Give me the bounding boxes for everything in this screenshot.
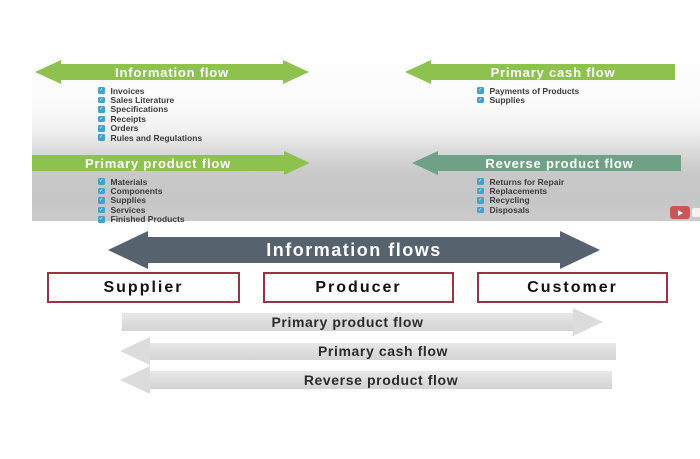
primary-product-flow-arrow: Primary product flow <box>32 151 310 175</box>
list-item: ✓Services <box>98 204 146 215</box>
check-icon: ✓ <box>98 216 105 223</box>
play-icon <box>677 209 683 216</box>
information-flows-header-arrow: Information flows <box>108 231 600 269</box>
primary-cash-flow-arrow: Primary cash flow <box>405 60 675 84</box>
arrow-left-head-icon <box>120 337 150 365</box>
check-icon: ✓ <box>98 106 105 113</box>
primary-cash-flow-title: Primary cash flow <box>490 64 616 80</box>
check-icon: ✓ <box>98 187 105 195</box>
primary-product-flow-list: ✓Materials ✓Components ✓Supplies ✓Servic… <box>98 177 185 224</box>
arrow-left-head-icon <box>120 366 150 394</box>
list-item: ✓Materials <box>98 176 148 187</box>
video-frame: Information flow Primary cash flow Prima… <box>32 55 700 224</box>
check-icon: ✓ <box>477 206 484 214</box>
check-icon: ✓ <box>477 96 484 104</box>
entity-label: Supplier <box>103 278 184 296</box>
primary-product-flow-title: Primary product flow <box>84 155 232 171</box>
information-flow-list: ✓Invoices ✓Sales Literature ✓Specificati… <box>98 85 203 143</box>
arrow-left-head-icon <box>412 151 438 175</box>
list-item: ✓Sales Literature <box>98 95 175 106</box>
flow-label: Reverse product flow <box>303 372 459 388</box>
reverse-product-flow-arrow: Reverse product flow <box>412 151 681 175</box>
primary-cash-flow-list: ✓Payments of Products ✓Supplies <box>477 86 579 105</box>
check-icon: ✓ <box>98 134 105 141</box>
check-icon: ✓ <box>98 197 105 204</box>
list-item: ✓Payments of Products <box>477 85 580 96</box>
reverse-product-flow-title: Reverse product flow <box>485 155 634 171</box>
check-icon: ✓ <box>98 125 105 132</box>
entity-label: Customer <box>527 278 618 296</box>
check-icon: ✓ <box>98 115 105 123</box>
entity-box-producer: Producer <box>263 272 454 303</box>
entity-box-customer: Customer <box>477 272 668 303</box>
information-flows-title: Information flows <box>266 239 442 260</box>
youtube-logo-icon[interactable] <box>670 206 690 219</box>
list-item: ✓Rules and Regulations <box>98 132 203 143</box>
list-item: ✓Supplies <box>98 195 146 206</box>
check-icon: ✓ <box>98 87 105 94</box>
arrow-left-head-icon <box>405 60 431 84</box>
check-icon: ✓ <box>98 96 105 104</box>
entity-label: Producer <box>315 278 402 296</box>
watermark-pill <box>692 208 700 217</box>
flow-label: Primary product flow <box>271 314 424 330</box>
check-icon: ✓ <box>477 187 484 195</box>
entity-box-supplier: Supplier <box>47 272 240 303</box>
check-icon: ✓ <box>477 197 484 204</box>
arrow-right-head-icon <box>284 151 310 175</box>
flow-arrow-primary-cash: Primary cash flow <box>120 337 616 365</box>
list-item: ✓Finished Products <box>98 214 185 225</box>
list-item: ✓Specifications <box>98 104 169 115</box>
check-icon: ✓ <box>98 206 105 214</box>
list-item: ✓Receipts <box>98 113 146 124</box>
list-item: ✓Replacements <box>477 186 548 197</box>
arrow-left-head-icon <box>108 231 148 269</box>
check-icon: ✓ <box>477 178 484 185</box>
flow-arrow-primary-product: Primary product flow <box>122 308 603 336</box>
arrow-right-head-icon <box>560 231 600 269</box>
list-item: ✓Components <box>98 186 163 197</box>
check-icon: ✓ <box>98 178 105 185</box>
arrow-right-head-icon <box>283 60 309 84</box>
flow-arrow-reverse-product: Reverse product flow <box>120 366 612 394</box>
check-icon: ✓ <box>477 87 484 94</box>
arrow-right-head-icon <box>573 308 603 336</box>
information-flow-arrow: Information flow <box>35 60 309 84</box>
list-item: ✓Orders <box>98 123 139 134</box>
list-item: ✓Invoices <box>98 85 145 96</box>
reverse-product-flow-list: ✓Returns for Repair ✓Replacements ✓Recyc… <box>477 177 564 215</box>
arrow-left-head-icon <box>35 60 61 84</box>
list-item: ✓Returns for Repair <box>477 176 565 187</box>
information-flow-title: Information flow <box>115 64 229 80</box>
flow-label: Primary cash flow <box>317 343 449 359</box>
list-item: ✓Recycling <box>477 195 530 206</box>
list-item: ✓Supplies <box>477 95 525 106</box>
list-item: ✓Disposals <box>477 204 530 215</box>
